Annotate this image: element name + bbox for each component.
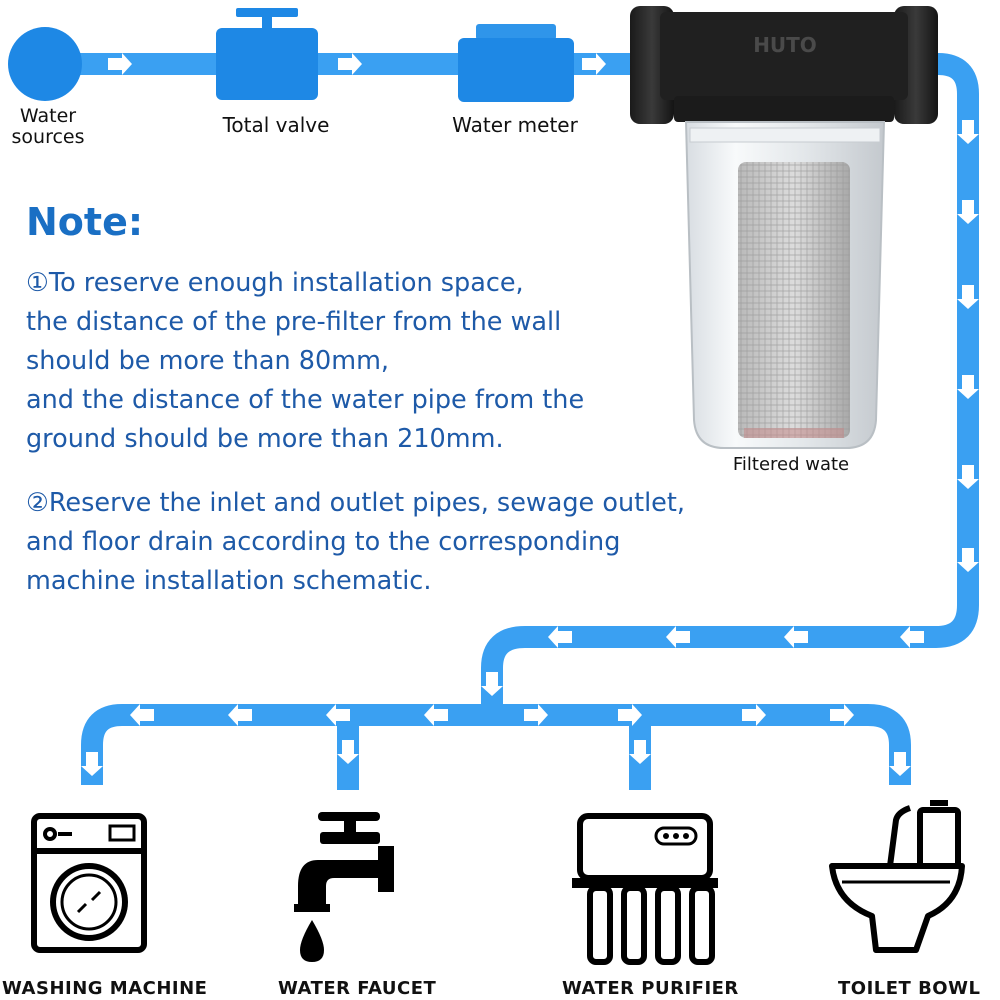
note-line: ground should be more than 210mm. bbox=[26, 424, 504, 454]
arrow-down bbox=[957, 375, 979, 399]
arrow-down bbox=[337, 740, 359, 764]
arrow-left bbox=[548, 626, 572, 648]
note-line: and floor drain according to the corresp… bbox=[26, 527, 621, 557]
arrow-down bbox=[957, 120, 979, 144]
arrow-down bbox=[957, 465, 979, 489]
arrow-down bbox=[957, 548, 979, 572]
arrow-right bbox=[618, 704, 642, 726]
washing-machine-icon bbox=[31, 813, 147, 953]
water-faucet-label: WATER FAUCET bbox=[278, 978, 437, 999]
water-purifier-label: WATER PURIFIER bbox=[562, 978, 739, 999]
note-line: should be more than 80mm, bbox=[26, 346, 390, 376]
note-item-1: ①To reserve enough installation space, t… bbox=[26, 264, 584, 459]
arrow-right bbox=[108, 53, 132, 75]
water-meter-icon bbox=[458, 24, 574, 102]
arrow-down bbox=[629, 740, 651, 764]
arrow-down bbox=[957, 200, 979, 224]
toilet-icon bbox=[829, 800, 965, 953]
total-valve-icon bbox=[216, 8, 318, 100]
arrow-right bbox=[524, 704, 548, 726]
filtered-water-label: Filtered wate bbox=[732, 454, 850, 475]
note-line: ①To reserve enough installation space, bbox=[26, 268, 524, 298]
note-line: ②Reserve the inlet and outlet pipes, sew… bbox=[26, 488, 685, 518]
note-line: and the distance of the water pipe from … bbox=[26, 385, 585, 415]
note-item-2: ②Reserve the inlet and outlet pipes, sew… bbox=[26, 484, 685, 601]
flow-arrows bbox=[81, 53, 979, 776]
water-sources-label: Water sources bbox=[11, 105, 85, 148]
filter-brand: HUTO bbox=[753, 33, 817, 57]
arrow-left bbox=[424, 704, 448, 726]
arrow-right bbox=[338, 53, 362, 75]
arrow-left bbox=[326, 704, 350, 726]
arrow-right bbox=[830, 704, 854, 726]
arrow-right bbox=[742, 704, 766, 726]
outlet-pipe bbox=[481, 53, 979, 705]
arrow-down bbox=[81, 752, 103, 776]
arrow-left bbox=[784, 626, 808, 648]
water-source-node bbox=[8, 27, 82, 101]
water-meter-label: Water meter bbox=[452, 113, 578, 137]
arrow-down bbox=[889, 752, 911, 776]
arrow-left bbox=[228, 704, 252, 726]
washing-machine-label: WASHING MACHINE bbox=[2, 978, 208, 999]
arrow-right bbox=[582, 53, 606, 75]
faucet-icon bbox=[294, 812, 394, 962]
arrow-down bbox=[957, 285, 979, 309]
toilet-bowl-label: TOILET BOWL bbox=[838, 978, 981, 999]
arrow-left bbox=[130, 704, 154, 726]
pre-filter: HUTO bbox=[630, 6, 938, 449]
arrow-down bbox=[481, 672, 503, 696]
note-line: the distance of the pre-filter from the … bbox=[26, 307, 562, 337]
total-valve-label: Total valve bbox=[222, 113, 330, 137]
arrow-left bbox=[666, 626, 690, 648]
water-purifier-icon bbox=[572, 813, 718, 965]
note-line: machine installation schematic. bbox=[26, 566, 432, 596]
arrow-left bbox=[900, 626, 924, 648]
manifold-pipe bbox=[81, 704, 911, 785]
note-title: Note: bbox=[26, 200, 144, 244]
